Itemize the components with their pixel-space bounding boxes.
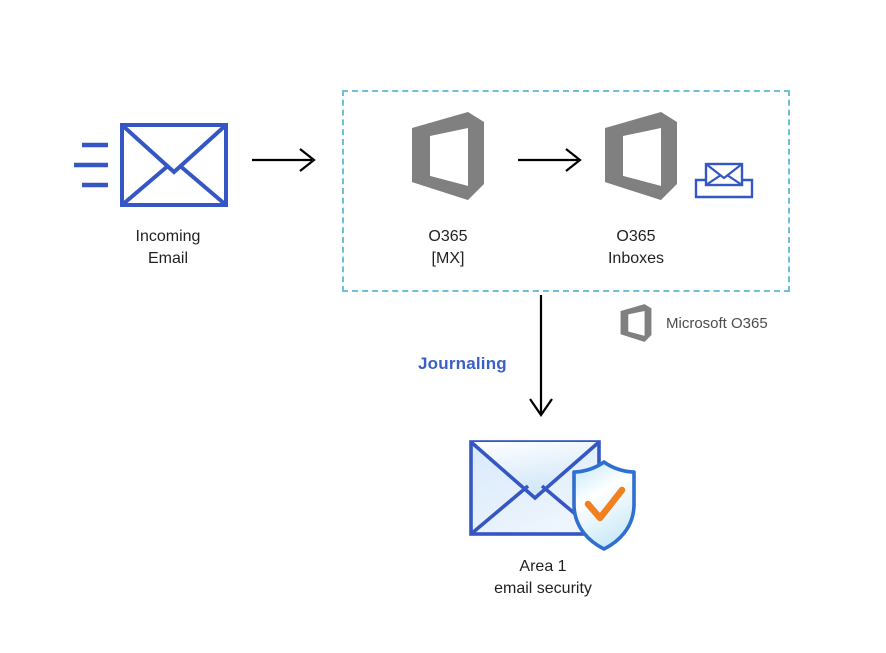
node-o365-inboxes[interactable]	[599, 110, 683, 202]
node-area1-email-security[interactable]	[468, 436, 636, 552]
inbox-tray-envelope-icon	[694, 162, 754, 199]
arrow-right-icon	[518, 148, 582, 172]
o365-mx-label-line2: [MX]	[431, 250, 465, 267]
office-365-logo-icon	[620, 304, 652, 342]
o365-inboxes-label-line2: Inboxes	[607, 250, 665, 267]
node-inbox-badge	[694, 160, 754, 200]
arrow-down-icon	[529, 295, 553, 417]
edge-label-journaling: Journaling	[418, 354, 507, 373]
legend: Microsoft O365	[618, 303, 768, 343]
area1-label-line2: email security	[494, 580, 592, 597]
o365-boundary-zone	[342, 90, 790, 292]
o365-mx-label-line1: O365	[428, 228, 468, 245]
node-o365-mx[interactable]	[406, 110, 490, 202]
envelope-with-shield-check-icon	[469, 440, 636, 551]
legend-label: Microsoft O365	[666, 314, 768, 332]
edge-inboxes-to-area1	[526, 295, 556, 420]
arrow-right-icon	[252, 148, 316, 172]
node-o365-mx-label: O365 [MX]	[368, 226, 528, 270]
edge-mx-to-inboxes	[518, 146, 586, 174]
o365-inboxes-label-line1: O365	[616, 228, 656, 245]
edge-incoming-to-mx	[252, 146, 318, 174]
incoming-email-label-line2: Email	[147, 250, 188, 267]
office-365-logo-icon	[412, 112, 484, 200]
node-area1-label: Area 1 email security	[443, 556, 643, 600]
office-365-logo-icon	[605, 112, 677, 200]
incoming-email-label-line1: Incoming	[135, 228, 201, 245]
area1-label-line1: Area 1	[519, 558, 567, 575]
node-incoming-email[interactable]	[72, 120, 230, 212]
envelope-with-motion-lines-icon	[74, 123, 228, 207]
